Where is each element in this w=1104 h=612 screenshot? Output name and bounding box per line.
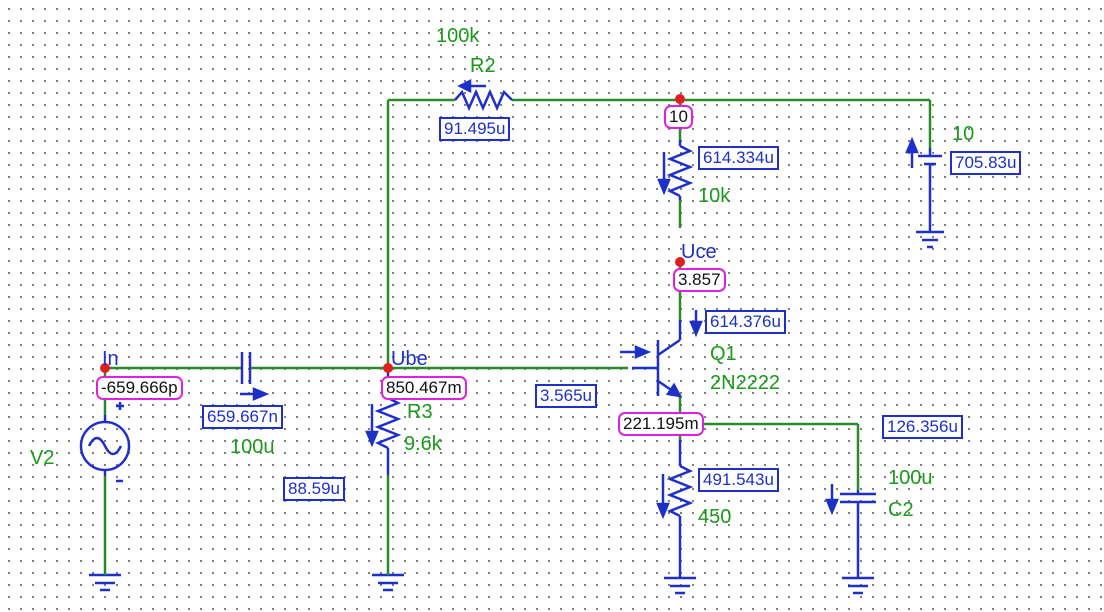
- c2-value: 100u: [888, 467, 933, 489]
- components: [79, 78, 944, 595]
- q1-base-current-readout: 3.565u: [535, 384, 597, 408]
- rc-current-readout: 614.334u: [698, 146, 779, 170]
- node-ube-label: Ube: [391, 348, 428, 370]
- vcc-node-voltage-readout: 10: [664, 105, 693, 129]
- r3-name: R3: [407, 401, 433, 423]
- r3-current-readout: 88.59u: [283, 477, 345, 501]
- c2-name: C2: [888, 499, 914, 521]
- in-voltage-readout: -659.666p: [96, 376, 183, 400]
- ube-voltage-readout: 850.467m: [381, 376, 467, 400]
- q1-name: Q1: [710, 343, 737, 365]
- r2-name: R2: [470, 55, 496, 77]
- node-uce-label: Uce: [681, 241, 717, 263]
- c2-current-readout: 126.356u: [882, 415, 963, 439]
- vcc-value: 10: [952, 123, 974, 145]
- c1-current-readout: 659.667n: [202, 405, 283, 429]
- rc-value: 10k: [698, 185, 731, 207]
- v2-name: V2: [30, 447, 54, 469]
- ground-wires: [103, 510, 390, 575]
- emitter-voltage-readout: 221.195m: [618, 412, 704, 436]
- r3-value: 9.6k: [404, 433, 443, 455]
- c1-value: 100u: [230, 436, 275, 458]
- q1-model: 2N2222: [710, 372, 780, 394]
- wires: [103, 98, 932, 510]
- uce-voltage-readout: 3.857: [673, 268, 726, 292]
- node-in-label: In: [102, 348, 119, 370]
- junction-dots: [100, 94, 685, 373]
- re-value: 450: [698, 506, 731, 528]
- re-current-readout: 491.543u: [698, 468, 779, 492]
- vcc-current-readout: 705.83u: [950, 151, 1022, 175]
- r2-current-readout: 91.495u: [439, 117, 511, 141]
- q1-collector-current-readout: 614.376u: [705, 310, 786, 334]
- r2-value: 100k: [436, 25, 480, 47]
